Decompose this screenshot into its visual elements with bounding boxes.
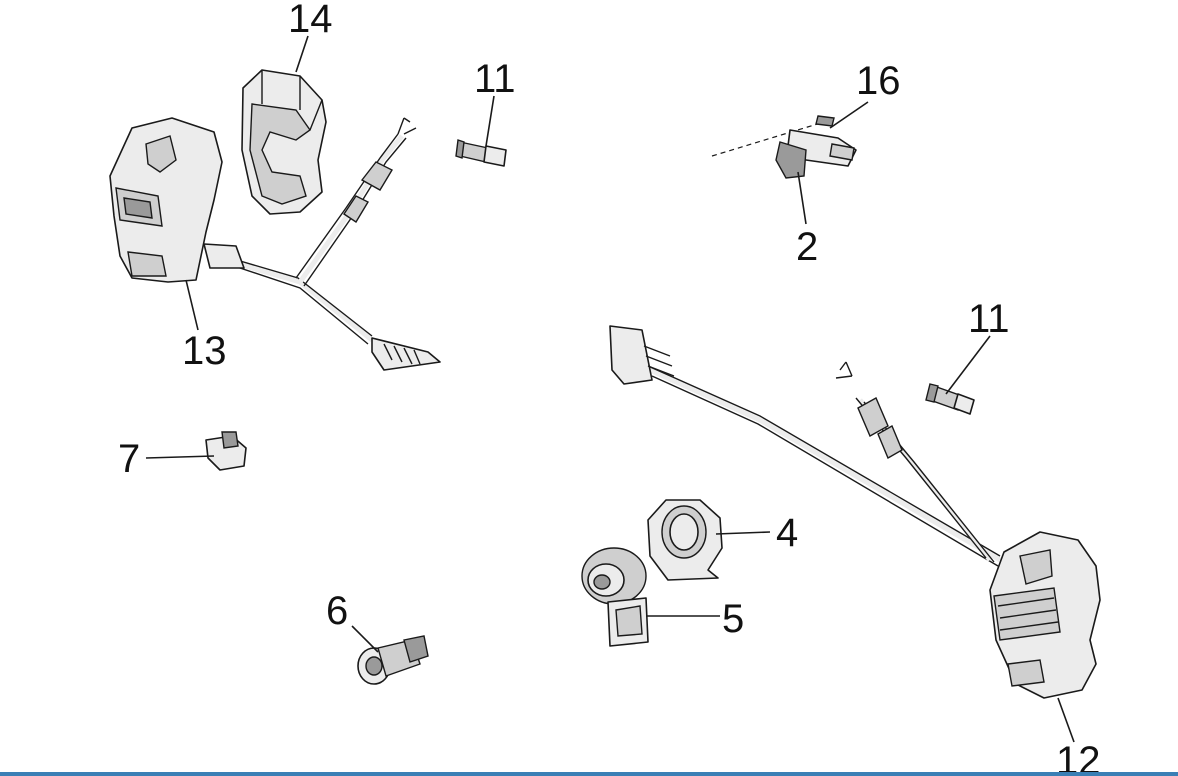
part-7-clip: [205, 431, 247, 471]
callout-14: 14: [288, 0, 333, 41]
callout-4: 4: [776, 511, 798, 555]
part-6-socket: [357, 635, 429, 685]
part-13-left-handlebar-switch: [109, 117, 441, 371]
part-2-switch: [711, 121, 857, 179]
callout-11-lower: 11: [968, 297, 1010, 341]
part-11-bulb-lower: [925, 383, 975, 415]
callout-7: 7: [118, 437, 140, 481]
callout-13: 13: [182, 329, 227, 373]
bottom-accent-bar: [0, 772, 1178, 776]
part-5-ignition-lock: [581, 547, 649, 647]
callout-5: 5: [722, 597, 744, 641]
callout-6: 6: [326, 589, 348, 633]
part-14-switch-cover: [241, 69, 327, 215]
part-16-screw: [815, 115, 835, 127]
callout-2: 2: [796, 225, 818, 269]
leader-lines: [145, 35, 1075, 743]
callout-16: 16: [856, 59, 901, 103]
callout-12: 12: [1056, 739, 1101, 776]
part-4-ring: [647, 499, 723, 581]
part-11-bulb-upper: [455, 139, 507, 167]
part-12-right-handlebar-switch: [609, 325, 1101, 699]
callout-11-upper: 11: [474, 57, 516, 101]
